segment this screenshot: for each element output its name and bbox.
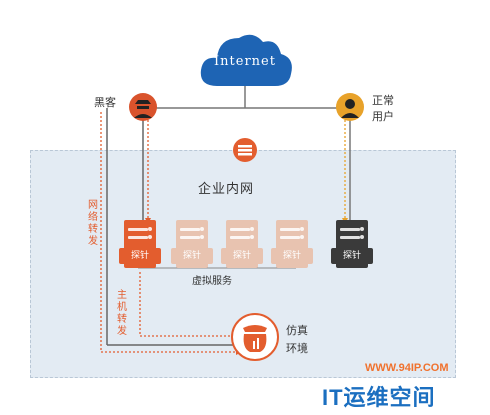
honeypot-icon <box>231 313 279 361</box>
virtual-probe-tag: 探针 <box>171 248 213 264</box>
enterprise-network-title: 企业内网 <box>198 182 255 197</box>
internet-label: Internet <box>214 54 276 69</box>
network-hijack-label: 网络转发 <box>88 200 98 247</box>
watermark-url: WWW.94IP.COM <box>365 362 449 374</box>
honeypot-label-line1: 仿真 <box>286 324 308 337</box>
host-hijack-flow <box>139 272 234 337</box>
network-hijack-flow <box>100 112 236 353</box>
honeypot-label-line2: 环境 <box>286 342 308 355</box>
virtual-probe-tag: 探针 <box>221 248 263 264</box>
hacker-icon <box>129 93 157 121</box>
user-probe-tag: 探针 <box>331 248 373 264</box>
normal-user-icon <box>336 93 364 121</box>
host-hijack-label: 主机转发 <box>117 290 127 337</box>
hacker-label: 黑客 <box>94 96 116 109</box>
normal-user-label-line1: 正常 <box>372 94 394 107</box>
internet-cloud-icon <box>200 34 292 86</box>
normal-user-label-line2: 用户 <box>372 110 394 123</box>
probe-tag: 探针 <box>119 248 161 264</box>
virtual-probe-tag: 探针 <box>271 248 313 264</box>
watermark-brand: IT运维空间 <box>322 385 436 410</box>
firewall-icon <box>233 138 257 162</box>
virtual-services-label: 虚拟服务 <box>192 276 232 287</box>
